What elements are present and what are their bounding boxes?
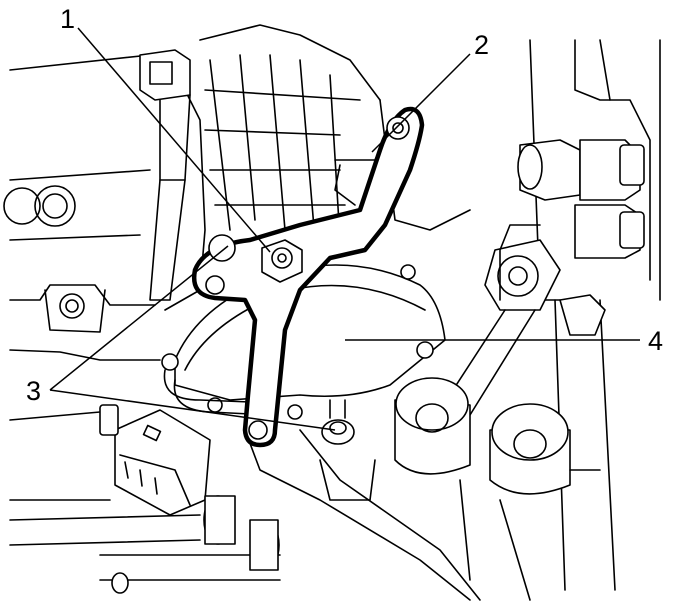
leader-3a — [49, 245, 229, 391]
ribbed-casting — [199, 24, 471, 241]
center-nut — [261, 239, 303, 283]
linkage-arms — [439, 224, 561, 416]
leader-2 — [371, 53, 471, 153]
leader-lines — [49, 27, 640, 431]
callout-2: 2 — [474, 30, 489, 60]
callout-4: 4 — [648, 326, 663, 356]
callout-1: 1 — [60, 4, 75, 34]
cylinder-bosses — [394, 377, 601, 601]
manual-shift-lever — [191, 106, 425, 448]
callout-3: 3 — [26, 376, 41, 406]
lower-pipes — [9, 429, 481, 601]
leader-3b — [49, 389, 336, 431]
switch-bolt — [321, 399, 355, 445]
mount-post — [139, 49, 191, 301]
leader-1 — [77, 27, 271, 253]
right-casting — [517, 39, 661, 591]
